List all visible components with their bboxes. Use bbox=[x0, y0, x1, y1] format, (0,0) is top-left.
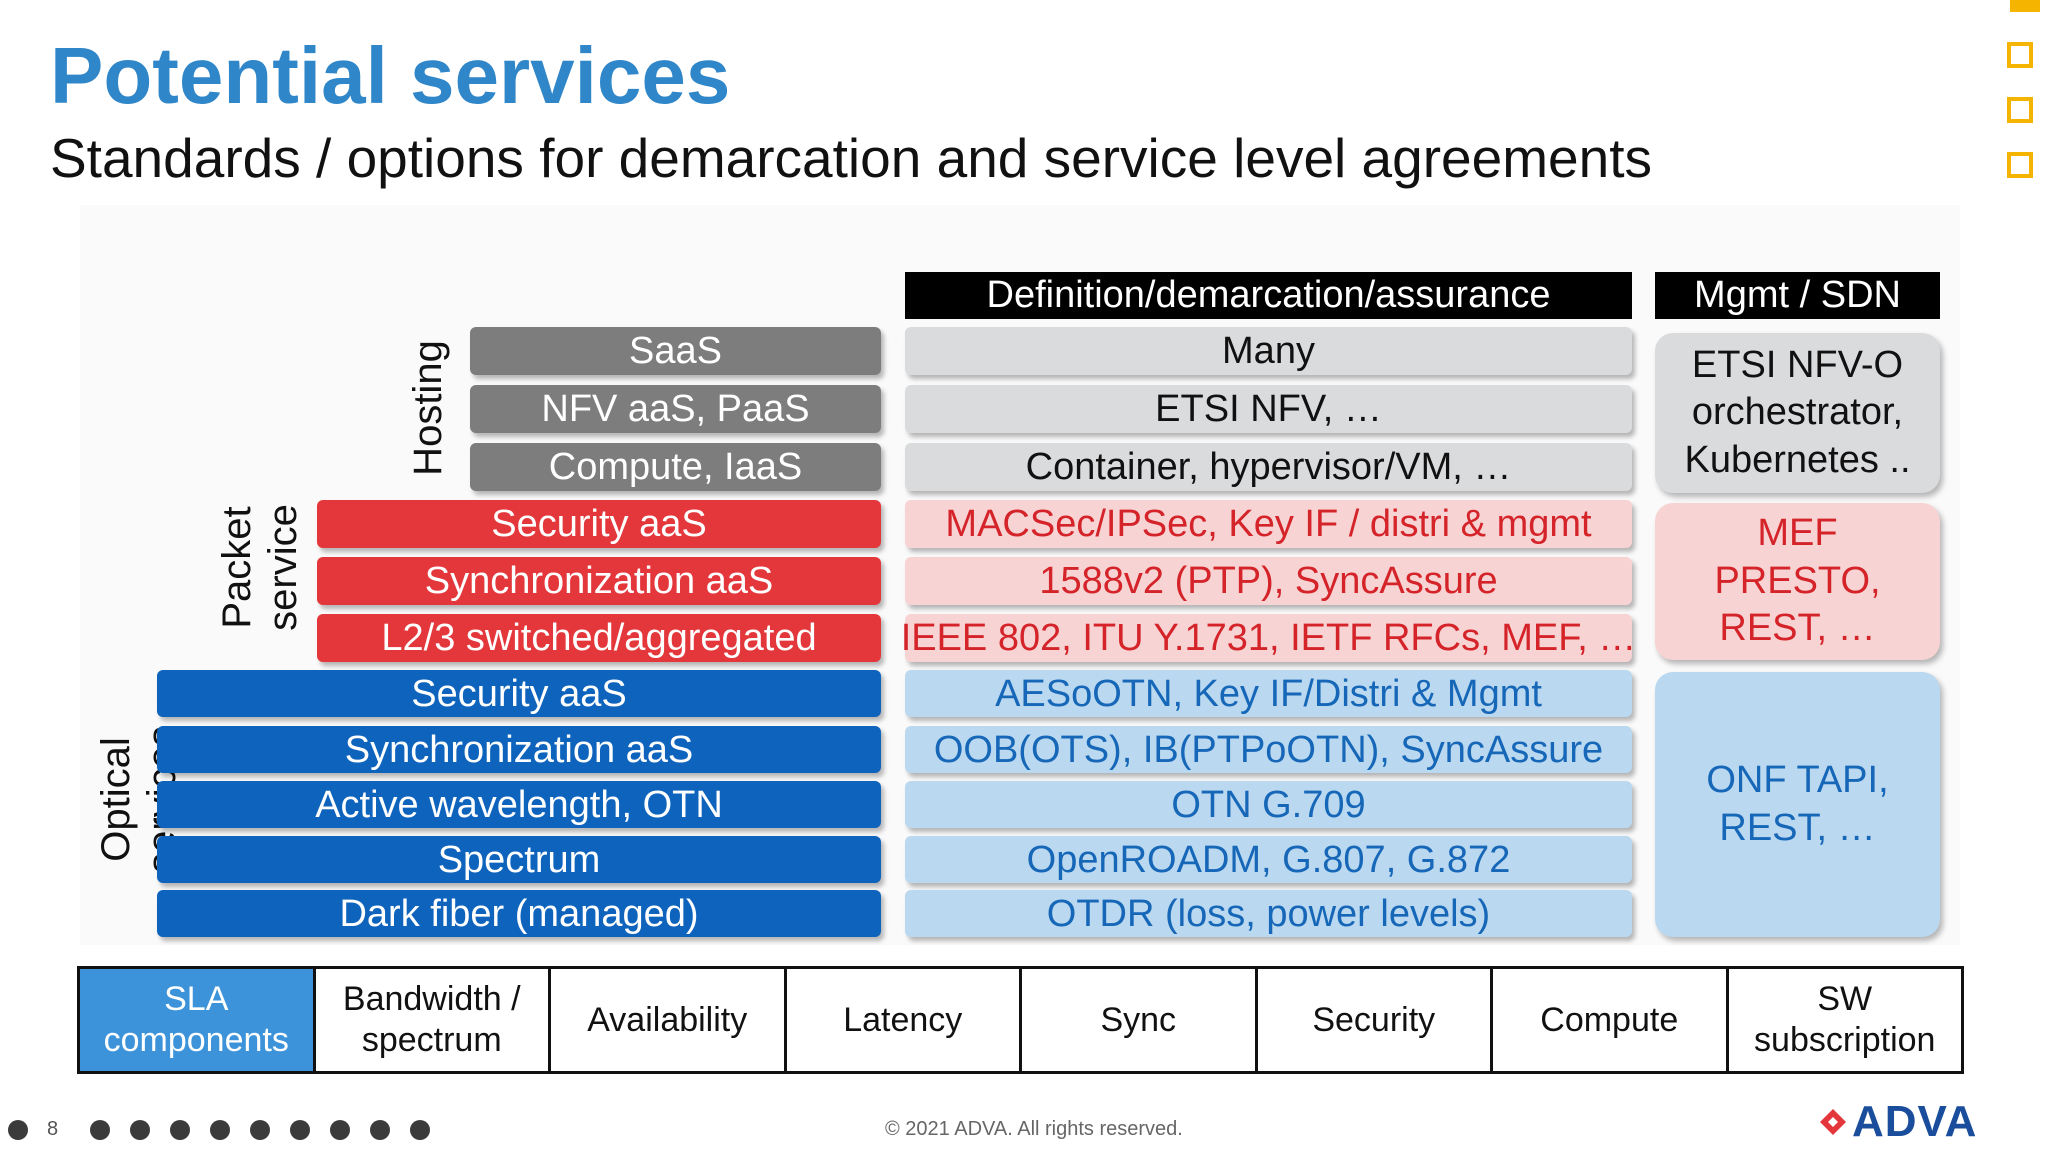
sla-cell-bandwidth: Bandwidth / spectrum bbox=[312, 966, 551, 1074]
mgmt-text-packet: MEF PRESTO, REST, … bbox=[1714, 512, 1881, 650]
table-row: SLA components Bandwidth / spectrum Avai… bbox=[77, 966, 1964, 1074]
progress-dot bbox=[290, 1120, 310, 1140]
mgmt-box-optical: ONF TAPI, REST, … bbox=[1655, 672, 1940, 937]
progress-dot bbox=[210, 1120, 230, 1140]
progress-dot bbox=[90, 1120, 110, 1140]
progress-dot bbox=[370, 1120, 390, 1140]
progress-dot bbox=[170, 1120, 190, 1140]
copyright-text: © 2021 ADVA. All rights reserved. bbox=[885, 1118, 1183, 1140]
deco-square-icon bbox=[2007, 97, 2033, 123]
service-bar-optical-security: Security aaS bbox=[157, 670, 881, 717]
service-bar-packet-sync: Synchronization aaS bbox=[317, 557, 881, 605]
mgmt-text-hosting: ETSI NFV-O orchestrator, Kubernetes .. bbox=[1684, 343, 1911, 481]
mgmt-text-optical: ONF TAPI, REST, … bbox=[1706, 759, 1889, 849]
progress-dot bbox=[250, 1120, 270, 1140]
service-bar-optical-sync: Synchronization aaS bbox=[157, 726, 881, 773]
progress-dot bbox=[330, 1120, 350, 1140]
service-bar-packet-security: Security aaS bbox=[317, 500, 881, 548]
definition-bar-1588v2: 1588v2 (PTP), SyncAssure bbox=[905, 557, 1632, 605]
service-bar-active-wavelength: Active wavelength, OTN bbox=[157, 781, 881, 828]
sla-cell-compute: Compute bbox=[1490, 966, 1729, 1074]
page-number: 8 bbox=[47, 1118, 59, 1140]
group-label-hosting: Hosting bbox=[406, 340, 450, 476]
progress-dot bbox=[130, 1120, 150, 1140]
sla-cell-security: Security bbox=[1254, 966, 1493, 1074]
service-bar-saas: SaaS bbox=[470, 327, 881, 375]
service-bar-l23-switched: L2/3 switched/aggregated bbox=[317, 614, 881, 662]
definition-header: Definition/demarcation/assurance bbox=[905, 272, 1632, 319]
sla-components-table: SLA components Bandwidth / spectrum Avai… bbox=[77, 966, 1964, 1074]
service-bar-compute-iaas: Compute, IaaS bbox=[470, 443, 881, 491]
definition-bar-container: Container, hypervisor/VM, … bbox=[905, 443, 1632, 491]
sla-cell-sla-components: SLA components bbox=[77, 966, 316, 1074]
sla-cell-sync: Sync bbox=[1019, 966, 1258, 1074]
mgmt-box-hosting: ETSI NFV-O orchestrator, Kubernetes .. bbox=[1655, 333, 1940, 493]
definition-bar-etsi-nfv: ETSI NFV, … bbox=[905, 385, 1632, 433]
mgmt-box-packet: MEF PRESTO, REST, … bbox=[1655, 503, 1940, 660]
definition-bar-openroadm: OpenROADM, G.807, G.872 bbox=[905, 836, 1632, 883]
adva-logo-icon bbox=[1820, 1109, 1846, 1135]
service-bar-spectrum: Spectrum bbox=[157, 836, 881, 883]
definition-bar-ieee802: IEEE 802, ITU Y.1731, IETF RFCs, MEF, … bbox=[901, 614, 1636, 662]
deco-square-icon bbox=[2007, 42, 2033, 68]
adva-logo: ADVA bbox=[1820, 1100, 1977, 1144]
group-label-packet: Packet service bbox=[215, 504, 305, 631]
deco-square-icon bbox=[2007, 152, 2033, 178]
definition-bar-oob: OOB(OTS), IB(PTPoOTN), SyncAssure bbox=[905, 726, 1632, 773]
sla-cell-latency: Latency bbox=[783, 966, 1022, 1074]
service-bar-dark-fiber: Dark fiber (managed) bbox=[157, 890, 881, 937]
adva-logo-text: ADVA bbox=[1852, 1097, 1978, 1146]
definition-bar-otn-g709: OTN G.709 bbox=[905, 781, 1632, 828]
service-bar-nfv-aas: NFV aaS, PaaS bbox=[470, 385, 881, 433]
sla-cell-availability: Availability bbox=[548, 966, 787, 1074]
definition-bar-many: Many bbox=[905, 327, 1632, 375]
deco-bar bbox=[2010, 0, 2040, 12]
sla-cell-sw-subscription: SW subscription bbox=[1725, 966, 1964, 1074]
page-title: Potential services bbox=[50, 31, 731, 120]
page-subtitle: Standards / options for demarcation and … bbox=[50, 127, 1652, 189]
progress-dot bbox=[410, 1120, 430, 1140]
definition-bar-aesootn: AESoOTN, Key IF/Distri & Mgmt bbox=[905, 670, 1632, 717]
mgmt-header: Mgmt / SDN bbox=[1655, 272, 1940, 319]
definition-bar-macsec: MACSec/IPSec, Key IF / distri & mgmt bbox=[905, 500, 1632, 548]
definition-bar-otdr: OTDR (loss, power levels) bbox=[905, 890, 1632, 937]
progress-dot bbox=[8, 1120, 28, 1140]
